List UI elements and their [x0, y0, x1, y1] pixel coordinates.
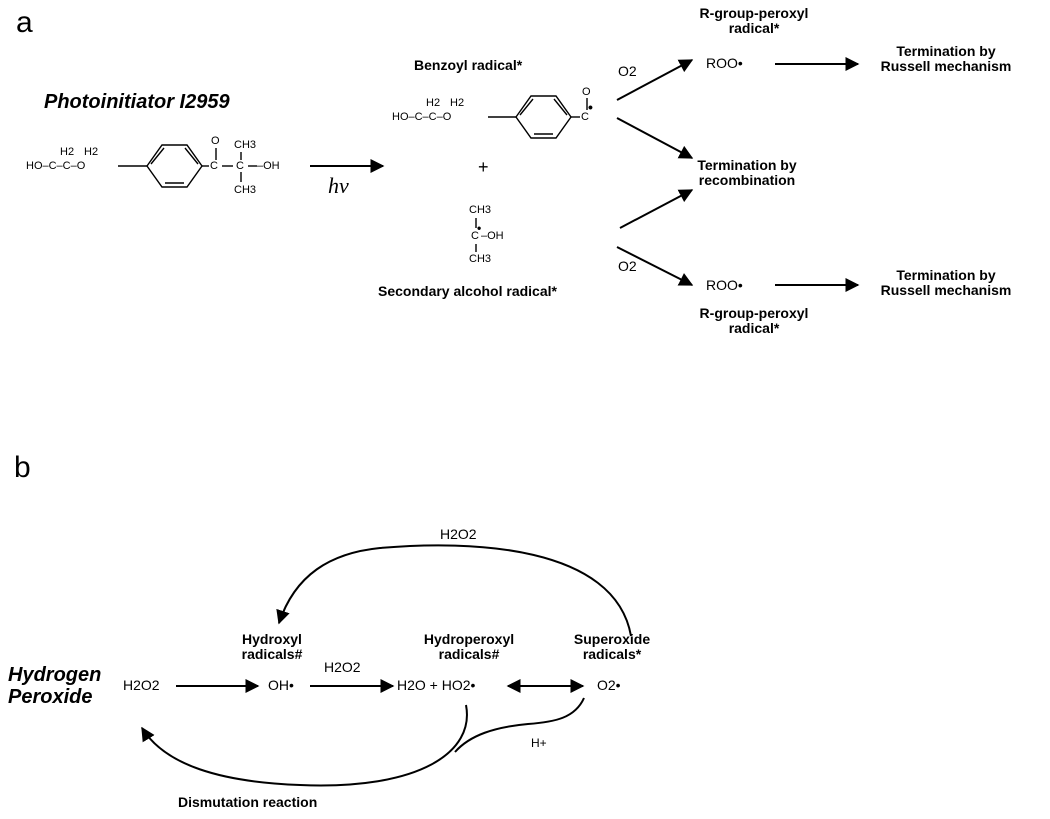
panel-b-label: b	[14, 451, 31, 484]
alcohol-c: C	[471, 230, 479, 242]
benzoyl-to-recombination-arrow	[616, 117, 694, 159]
h2o2-start: H2O2	[123, 677, 160, 693]
photoinitiator-ch3-top: CH3	[234, 139, 257, 151]
benzoyl-carbonyl-o: O	[582, 86, 591, 98]
photoinitiator-oh: –OH	[257, 160, 280, 172]
benzoyl-left-group: HO–C–C–O	[392, 111, 452, 123]
alcohol-ch3-top: CH3	[469, 204, 492, 216]
photoinitiator-c-center: C	[236, 160, 244, 172]
benzoyl-h2-1: H2	[426, 97, 441, 109]
panel-b-arrows	[141, 544, 632, 787]
peroxyl-radical-bottom-label: R-group-peroxyl radical*	[699, 305, 809, 337]
secondary-alcohol-radical-title: Secondary alcohol radical*	[378, 283, 557, 299]
oh-radical: OH•	[268, 677, 294, 693]
panel-a-arrows	[310, 57, 860, 292]
photoinitiator-left-group: HO–C–C–O	[26, 160, 86, 172]
h-plus-label: H+	[531, 736, 547, 750]
plus-sign: +	[478, 157, 489, 177]
photoinitiator-carbonyl-o: O	[211, 135, 220, 147]
peroxyl-radical-top-label: R-group-peroxyl radical*	[699, 5, 809, 37]
o2-label-bottom: O2	[618, 258, 637, 274]
h2o2-top-label: H2O2	[440, 526, 477, 542]
termination-recombination: Termination by recombination	[697, 157, 797, 189]
alcohol-oh: –OH	[481, 230, 504, 242]
benzoyl-h2-2: H2	[450, 97, 465, 109]
panel-a-label: a	[16, 6, 33, 39]
photoinitiator-carbonyl-c: C	[210, 160, 218, 172]
dismutation-reaction-label: Dismutation reaction	[178, 794, 318, 810]
h2o2-arrow-label: H2O2	[324, 659, 361, 675]
superoxide-radicals-label: Superoxide radicals*	[573, 631, 651, 663]
termination-russell-bottom: Termination by Russell mechanism	[880, 267, 1012, 299]
hydroperoxyl-radicals-label: Hydroperoxyl radicals#	[423, 631, 515, 663]
alcohol-radical-dot: •	[477, 221, 482, 235]
termination-russell-top: Termination by Russell mechanism	[880, 43, 1012, 75]
hydroxyl-radicals-label: Hydroxyl radicals#	[241, 631, 303, 663]
alcohol-to-roo-arrow	[616, 246, 694, 286]
alcohol-ch3-bottom: CH3	[469, 253, 492, 265]
roo-radical-top: ROO•	[706, 55, 743, 71]
dismutation-curve	[141, 704, 468, 787]
photoinitiator-ch3-bottom: CH3	[234, 184, 257, 196]
benzoyl-radical-dot: •	[588, 99, 593, 115]
hydrogen-peroxide-title: Hydrogen Peroxide	[8, 664, 102, 708]
hv-label: hν	[328, 173, 349, 198]
h-plus-connector-curve	[454, 697, 585, 753]
photoinitiator-title: Photoinitiator I2959	[44, 91, 230, 113]
photoinitiator-h2-1: H2	[60, 146, 75, 158]
o2-label-top: O2	[618, 63, 637, 79]
photoinitiator-benzene-ring	[118, 144, 257, 188]
alcohol-to-recombination-arrow	[619, 189, 694, 229]
benzoyl-carbonyl-c: C	[581, 111, 589, 123]
h2o-plus-ho2: H2O + HO2•	[397, 677, 476, 693]
benzoyl-radical-title: Benzoyl radical*	[414, 57, 523, 73]
roo-radical-bottom: ROO•	[706, 277, 743, 293]
photoinitiator-h2-2: H2	[84, 146, 99, 158]
superoxide-to-hydroxyl-curve	[276, 544, 632, 637]
benzoyl-benzene-ring	[488, 95, 588, 139]
benzoyl-to-roo-arrow	[616, 59, 694, 101]
superoxide-o2: O2•	[597, 677, 621, 693]
